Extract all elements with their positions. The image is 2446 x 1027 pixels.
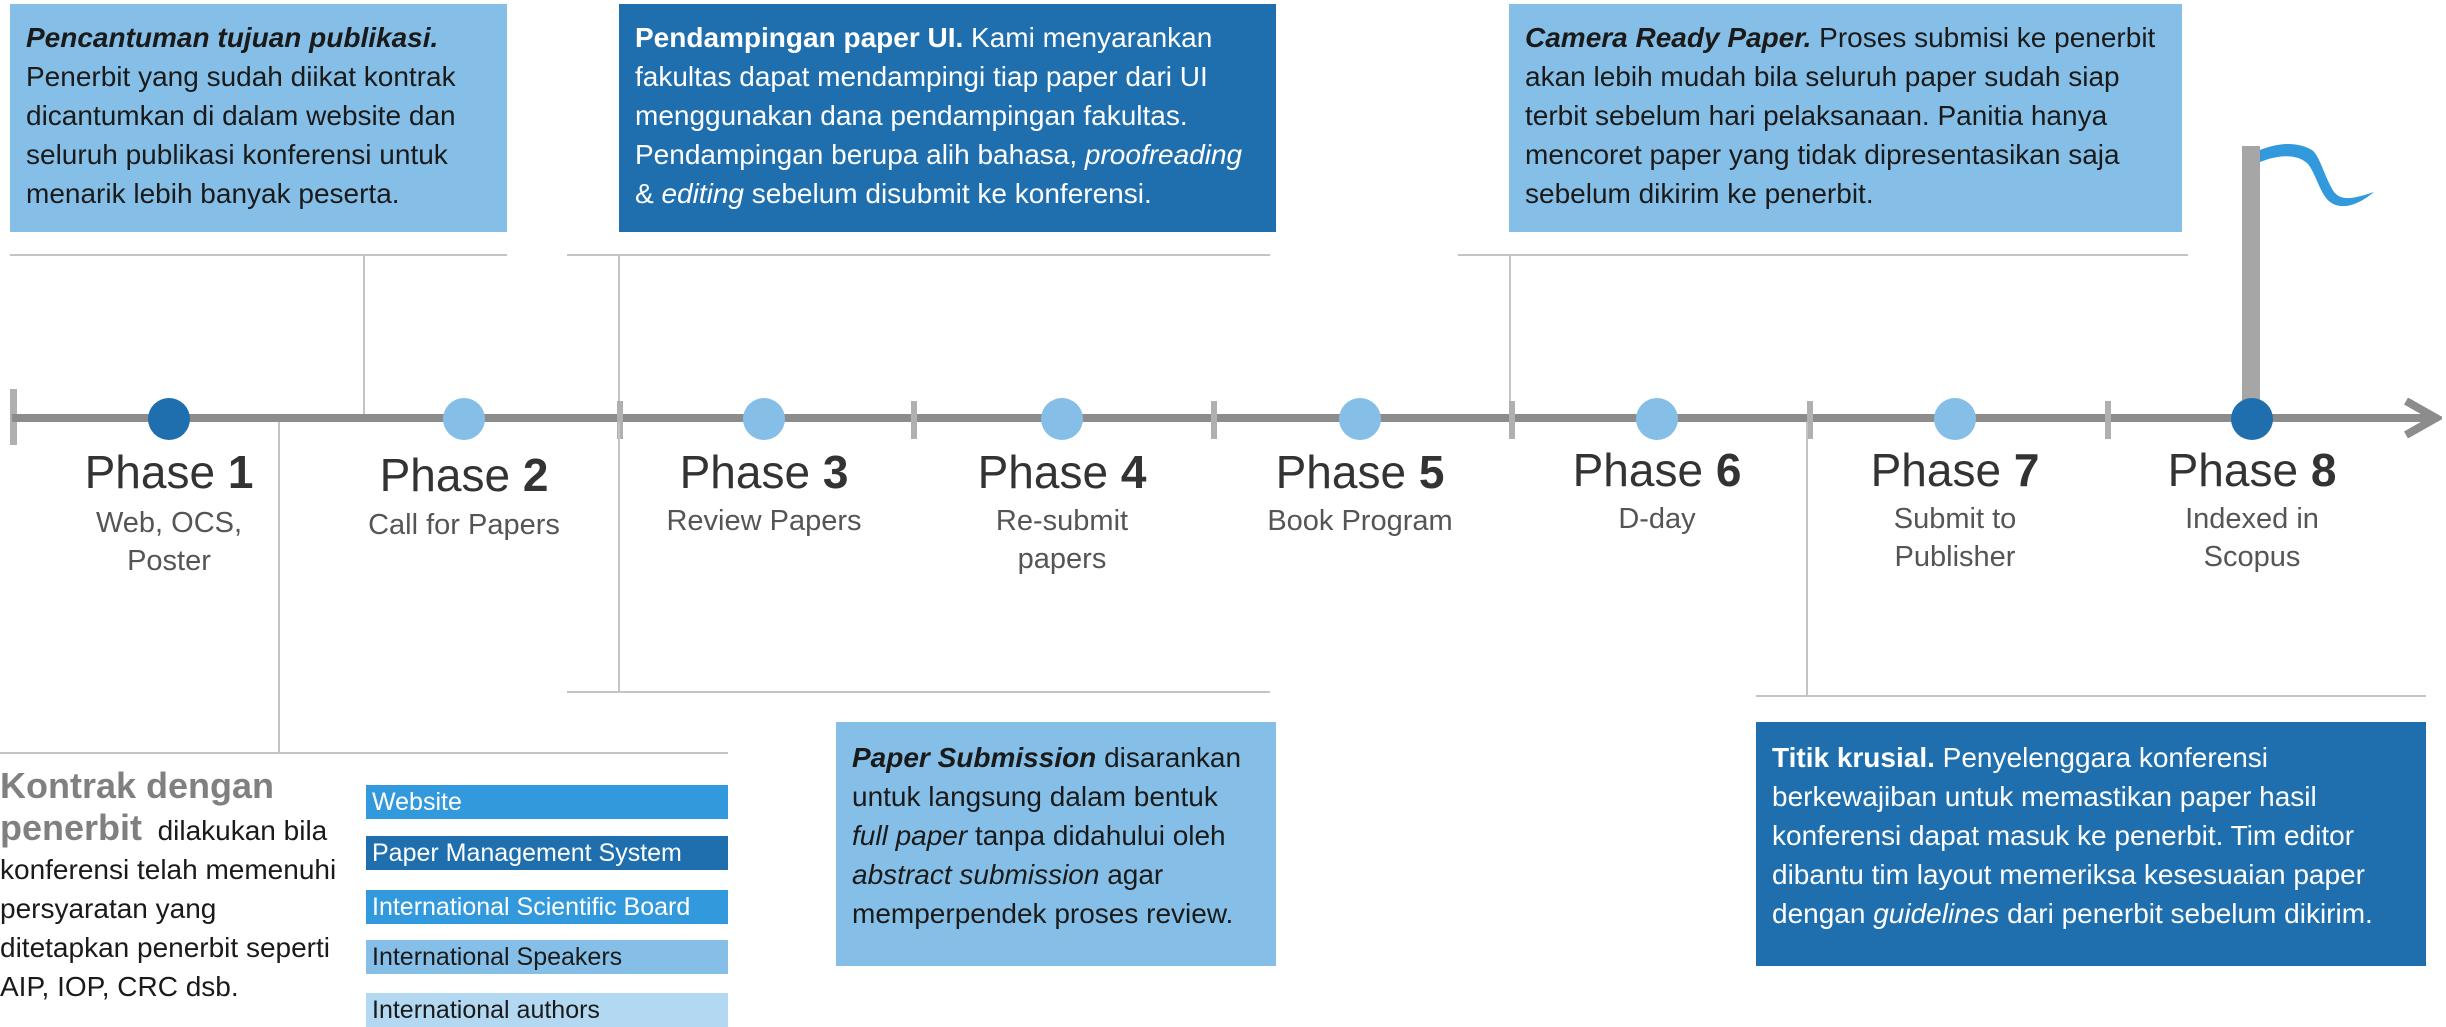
contract-heading: Kontrak dengan penerbit [0, 765, 275, 848]
timeline-tick [911, 401, 917, 439]
legend-international-speakers: International Speakers [366, 940, 728, 974]
phase-title: Phase 3 [644, 444, 884, 500]
phase-title: Phase 5 [1240, 444, 1480, 500]
callout-paper-body1: disarankan untuk langsung dalam bentuk [852, 742, 1242, 812]
phase-number: 4 [1120, 446, 1147, 498]
finish-flag-pole [2242, 146, 2260, 418]
phase-marker [2231, 398, 2273, 440]
phase-label: Phase [1572, 444, 1716, 496]
timeline-tick [617, 401, 623, 439]
phase-title: Phase 6 [1537, 442, 1777, 498]
phase-title: Phase 1 [49, 444, 289, 500]
phase-subtitle: Submit to Publisher [1893, 503, 2017, 573]
timeline-arrowhead-icon [2404, 398, 2442, 438]
phase-title: Phase 2 [344, 447, 584, 503]
timeline-tick [1807, 401, 1813, 439]
contract-body: dilakukan bila konferensi telah memenuhi… [0, 815, 337, 1002]
finish-flag-icon [2260, 144, 2374, 207]
phase-label: Phase [379, 449, 523, 501]
connector-bottom-2 [567, 691, 1270, 693]
phase-subtitle: D-day [1618, 503, 1696, 535]
callout-pendampingan-lead: Pendampingan paper UI. [635, 22, 964, 53]
callout-titik-body2: dari penerbit sebelum dikirim. [1999, 898, 2373, 929]
phase-number: 1 [227, 446, 254, 498]
connector-bottom-3 [1756, 695, 2426, 697]
legend-paper-management-system: Paper Management System [366, 836, 728, 870]
callout-pendampingan-italic2: editing [661, 178, 744, 209]
connector-top-1 [10, 254, 507, 256]
connector-bottom-3-drop [1806, 422, 1808, 695]
callout-paper-body3: agar memperpendek proses review. [852, 859, 1234, 929]
legend-website: Website [366, 785, 728, 819]
timeline-tick [1211, 401, 1217, 439]
phase-marker [1934, 398, 1976, 440]
phase-label: Phase [679, 446, 823, 498]
phase-label: Phase [1870, 444, 2014, 496]
timeline-tick [1509, 401, 1515, 439]
connector-top-2-drop [618, 254, 620, 418]
phase-subtitle: Re-submit papers [995, 505, 1129, 575]
callout-pendampingan-body3: sebelum disubmit ke konferensi. [743, 178, 1152, 209]
connector-top-3 [1458, 254, 2188, 256]
callout-paper-submission: Paper Submission disarankan untuk langsu… [836, 722, 1276, 966]
callout-paper-lead: Paper Submission [852, 742, 1097, 773]
phase-subtitle: Call for Papers [368, 509, 560, 541]
callout-camera-lead: Camera Ready Paper. [1525, 22, 1812, 53]
callout-pendampingan-body2: & [635, 178, 662, 209]
phase-marker [1041, 398, 1083, 440]
phase-number: 3 [822, 446, 849, 498]
callout-titik-italic1: guidelines [1873, 898, 2000, 929]
connector-top-3-drop [1509, 254, 1511, 418]
phase-number: 2 [522, 449, 549, 501]
phase-subtitle: Web, OCS, Poster [95, 507, 243, 577]
phase-label: Phase [84, 446, 228, 498]
callout-paper-body2: tanpa didahului oleh [967, 820, 1226, 851]
timeline-axis [12, 414, 2428, 422]
phase-marker [148, 398, 190, 440]
callout-tujuan-lead: Pencantuman tujuan publikasi. [26, 22, 439, 53]
phase-number: 8 [2310, 444, 2337, 496]
callout-paper-italic1: full paper [852, 820, 968, 851]
timeline-tick [2105, 401, 2111, 439]
phase-subtitle: Indexed in Scopus [2185, 503, 2319, 573]
phase-marker [1339, 398, 1381, 440]
contract-note: Kontrak dengan penerbit dilakukan bila k… [0, 766, 340, 1006]
callout-pendampingan-italic1: proofreading [1084, 139, 1243, 170]
phase-title: Phase 4 [942, 444, 1182, 500]
callout-tujuan-body: Penerbit yang sudah diikat kontrak dican… [26, 61, 456, 209]
phase-label: Phase [1275, 446, 1419, 498]
phase-marker [743, 398, 785, 440]
phase-title: Phase 8 [2132, 442, 2372, 498]
connector-top-1-drop [363, 254, 365, 418]
legend-international-scientific-board: International Scientific Board [366, 890, 728, 924]
connector-bottom-1 [0, 752, 728, 754]
connector-bottom-1-drop [278, 422, 280, 752]
connector-bottom-2-drop [618, 422, 620, 692]
callout-paper-italic2: abstract submission [852, 859, 1100, 890]
phase-number: 6 [1715, 444, 1742, 496]
callout-titik-lead: Titik krusial. [1772, 742, 1935, 773]
phase-label: Phase [2167, 444, 2311, 496]
phase-title: Phase 7 [1835, 442, 2075, 498]
callout-titik-body1: Penyelenggara konferensi berkewajiban un… [1772, 742, 2365, 929]
connector-top-2 [567, 254, 1270, 256]
phase-marker [1636, 398, 1678, 440]
phase-marker [443, 398, 485, 440]
callout-tujuan-publikasi: Pencantuman tujuan publikasi. Penerbit y… [10, 4, 507, 232]
phase-number: 5 [1418, 446, 1445, 498]
phase-subtitle: Review Papers [666, 505, 862, 537]
phase-label: Phase [977, 446, 1121, 498]
callout-pendampingan-body1: Kami menyarankan fakultas dapat mendampi… [635, 22, 1213, 170]
phase-number: 7 [2013, 444, 2040, 496]
callout-camera-ready: Camera Ready Paper. Proses submisi ke pe… [1509, 4, 2182, 232]
legend-international-authors: International authors [366, 993, 728, 1027]
callout-camera-body: Proses submisi ke penerbit akan lebih mu… [1525, 22, 2156, 209]
callout-pendampingan: Pendampingan paper UI. Kami menyarankan … [619, 4, 1276, 232]
callout-titik-krusial: Titik krusial. Penyelenggara konferensi … [1756, 722, 2426, 966]
phase-subtitle: Book Program [1267, 505, 1453, 537]
